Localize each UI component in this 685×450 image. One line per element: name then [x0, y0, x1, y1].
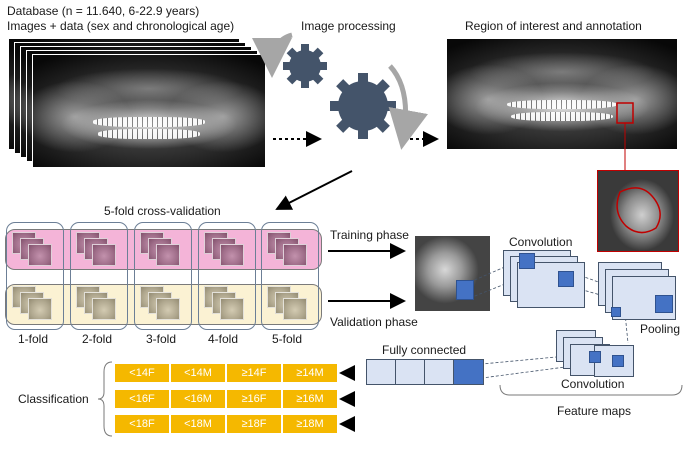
fold-thumbnail	[92, 298, 116, 320]
pool-patch	[611, 307, 621, 317]
conv2-patch	[589, 351, 601, 363]
fold-box	[134, 222, 192, 330]
fc-cell	[367, 360, 396, 384]
database-image-stack	[8, 38, 266, 168]
pooling-label: Pooling	[640, 322, 681, 336]
cnn-input-image	[415, 236, 490, 311]
classification-row: <14F <14M ≥14F ≥14M	[114, 363, 338, 383]
input-patch	[456, 280, 474, 300]
fc-cell	[425, 360, 454, 384]
fold-thumbnail	[283, 244, 307, 266]
database-title: Database (n = 11.640, 6-22.9 years)	[7, 4, 200, 18]
class-cell: <18F	[114, 414, 170, 434]
roi-xray-image	[446, 38, 678, 150]
fold-thumbnail	[28, 244, 52, 266]
fold-label: 1-fold	[18, 332, 49, 346]
roi-annotation-label: Region of interest and annotation	[465, 19, 642, 33]
rotate-arrow-icon	[388, 64, 428, 150]
class-cell: ≥18F	[226, 414, 282, 434]
zoomed-tooth-image	[597, 170, 679, 252]
class-cell: <14M	[170, 363, 226, 383]
class-cell: <14F	[114, 363, 170, 383]
class-cell: <18M	[170, 414, 226, 434]
class-cell: ≥18M	[282, 414, 338, 434]
fold-thumbnail	[92, 244, 116, 266]
fold-label: 5-fold	[272, 332, 303, 346]
class-cell: <16M	[170, 389, 226, 409]
fold-thumbnail	[220, 298, 244, 320]
class-cell: ≥16M	[282, 389, 338, 409]
fold-label: 3-fold	[146, 332, 177, 346]
classification-row: <16F <16M ≥16F ≥16M	[114, 389, 338, 409]
arrow-icon	[275, 170, 353, 210]
convolution-label-1: Convolution	[509, 235, 573, 249]
fold-thumbnail	[156, 298, 180, 320]
feature-maps-label: Feature maps	[557, 404, 632, 418]
validation-phase-label: Validation phase	[330, 315, 418, 329]
pool-patch	[655, 295, 673, 313]
database-subtitle: Images + data (sex and chronological age…	[7, 19, 235, 33]
gear-icon	[283, 44, 327, 88]
rotate-arrow-icon	[252, 32, 293, 78]
class-cell: ≥16F	[226, 389, 282, 409]
classification-label: Classification	[18, 392, 89, 406]
fold-label: 4-fold	[208, 332, 239, 346]
fold-box	[6, 222, 64, 330]
fold-box	[198, 222, 256, 330]
cv-title: 5-fold cross-validation	[104, 204, 221, 218]
classification-row: <18F <18M ≥18F ≥18M	[114, 414, 338, 434]
fully-connected-label: Fully connected	[382, 343, 467, 357]
fc-cell-active	[454, 360, 483, 384]
roi-contour	[616, 187, 661, 234]
training-phase-label: Training phase	[330, 228, 409, 242]
fold-thumbnail	[28, 298, 52, 320]
roi-box	[616, 102, 634, 124]
class-cell: ≥14M	[282, 363, 338, 383]
fold-thumbnail	[156, 244, 180, 266]
fold-label: 2-fold	[82, 332, 113, 346]
gear-icon	[330, 73, 396, 139]
class-cell: <16F	[114, 389, 170, 409]
fold-box	[70, 222, 128, 330]
conv2-patch	[612, 355, 624, 367]
fold-thumbnail	[220, 244, 244, 266]
class-cell: ≥14F	[226, 363, 282, 383]
xray-image	[32, 54, 266, 168]
fully-connected-layer	[366, 359, 484, 385]
image-processing-label: Image processing	[301, 19, 396, 33]
classification-brace	[97, 361, 113, 437]
fc-cell	[396, 360, 425, 384]
fold-thumbnail	[283, 298, 307, 320]
feature-maps-bracket	[499, 384, 683, 396]
conv1-patch	[519, 253, 535, 269]
convolution-label-2: Convolution	[561, 377, 625, 391]
conv1-patch	[558, 271, 574, 287]
fold-box	[261, 222, 319, 330]
